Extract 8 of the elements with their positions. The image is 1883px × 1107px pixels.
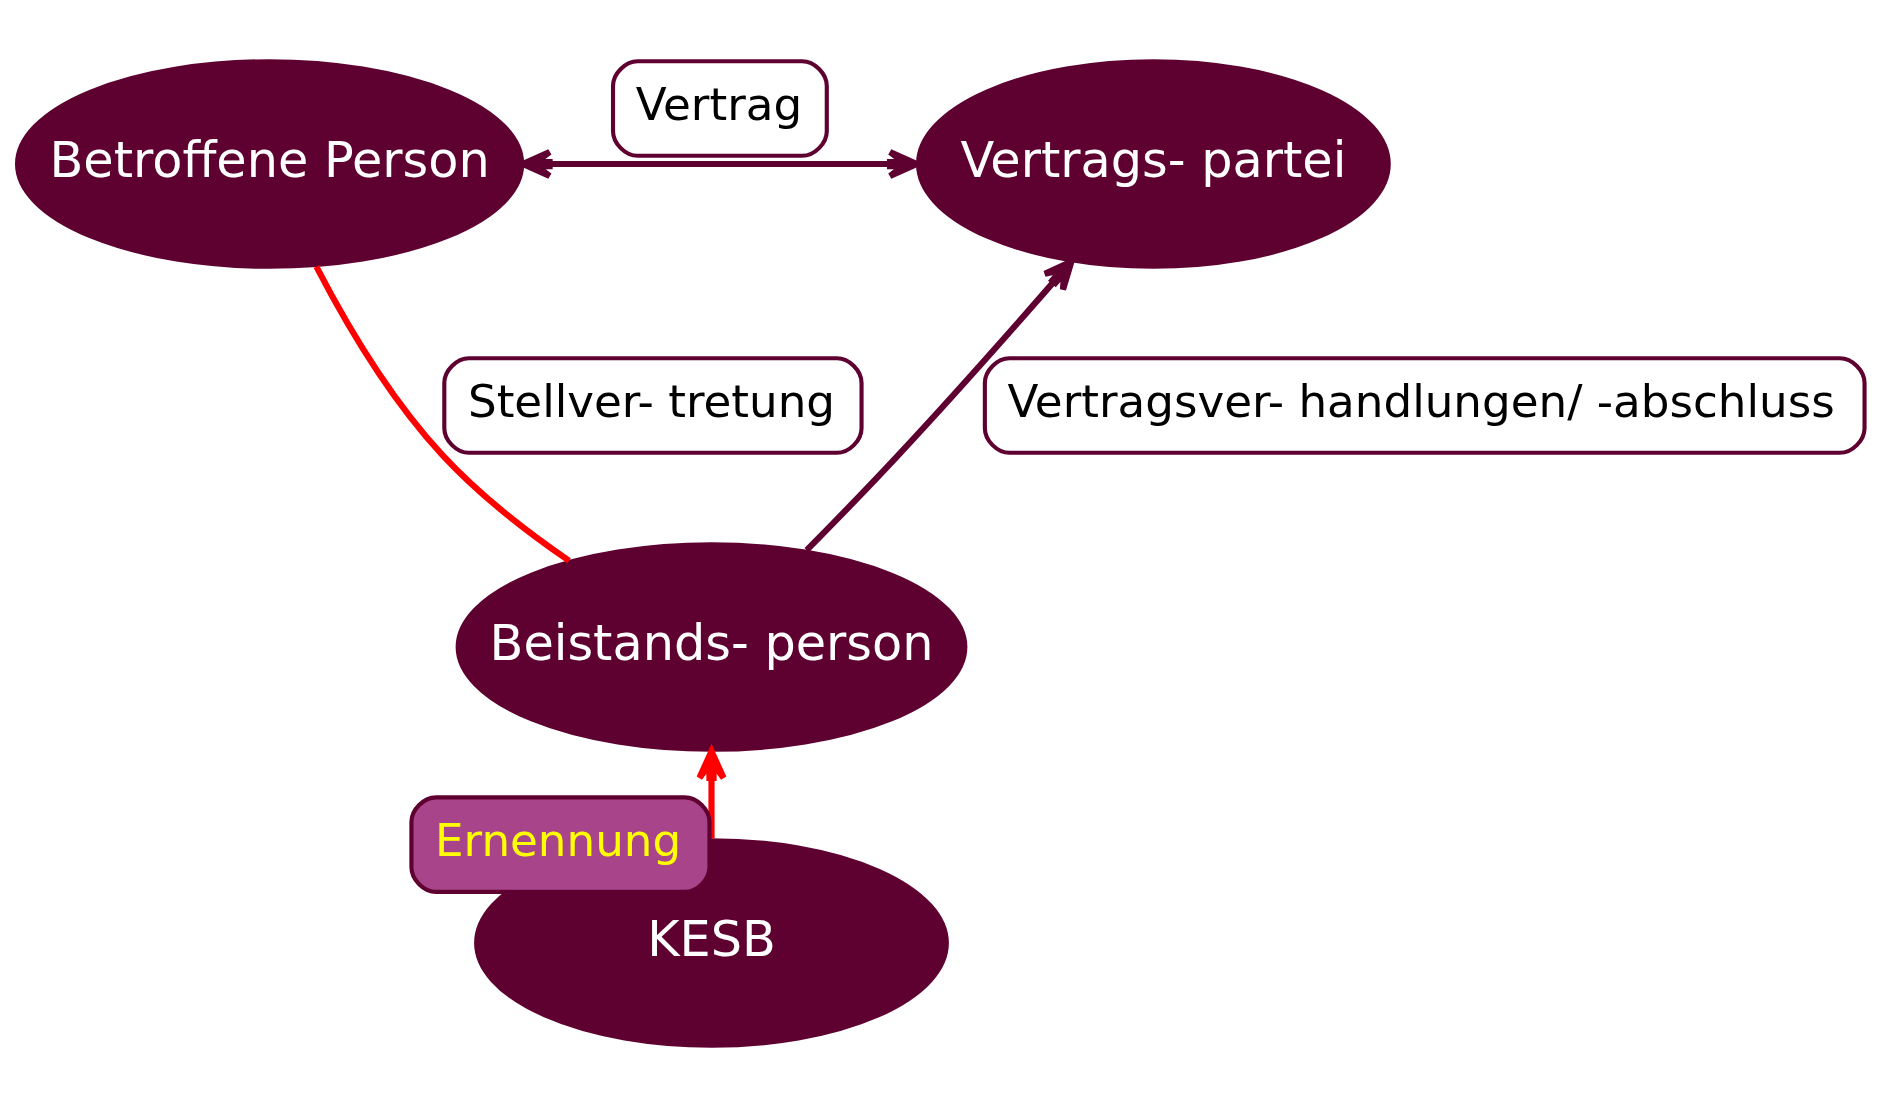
arrow <box>804 258 1075 553</box>
node-ellipse: Beistands- person <box>455 542 968 752</box>
connector <box>313 265 571 564</box>
node-ellipse: Vertrags- partei <box>916 59 1391 269</box>
edge-label: Vertragsver- handlungen/ -abschluss <box>1007 375 1835 429</box>
edge-label: Vertrag <box>635 78 803 132</box>
node-ellipse: Betroffene Person <box>15 59 525 269</box>
edge-label: Stellver- tretung <box>467 375 836 429</box>
